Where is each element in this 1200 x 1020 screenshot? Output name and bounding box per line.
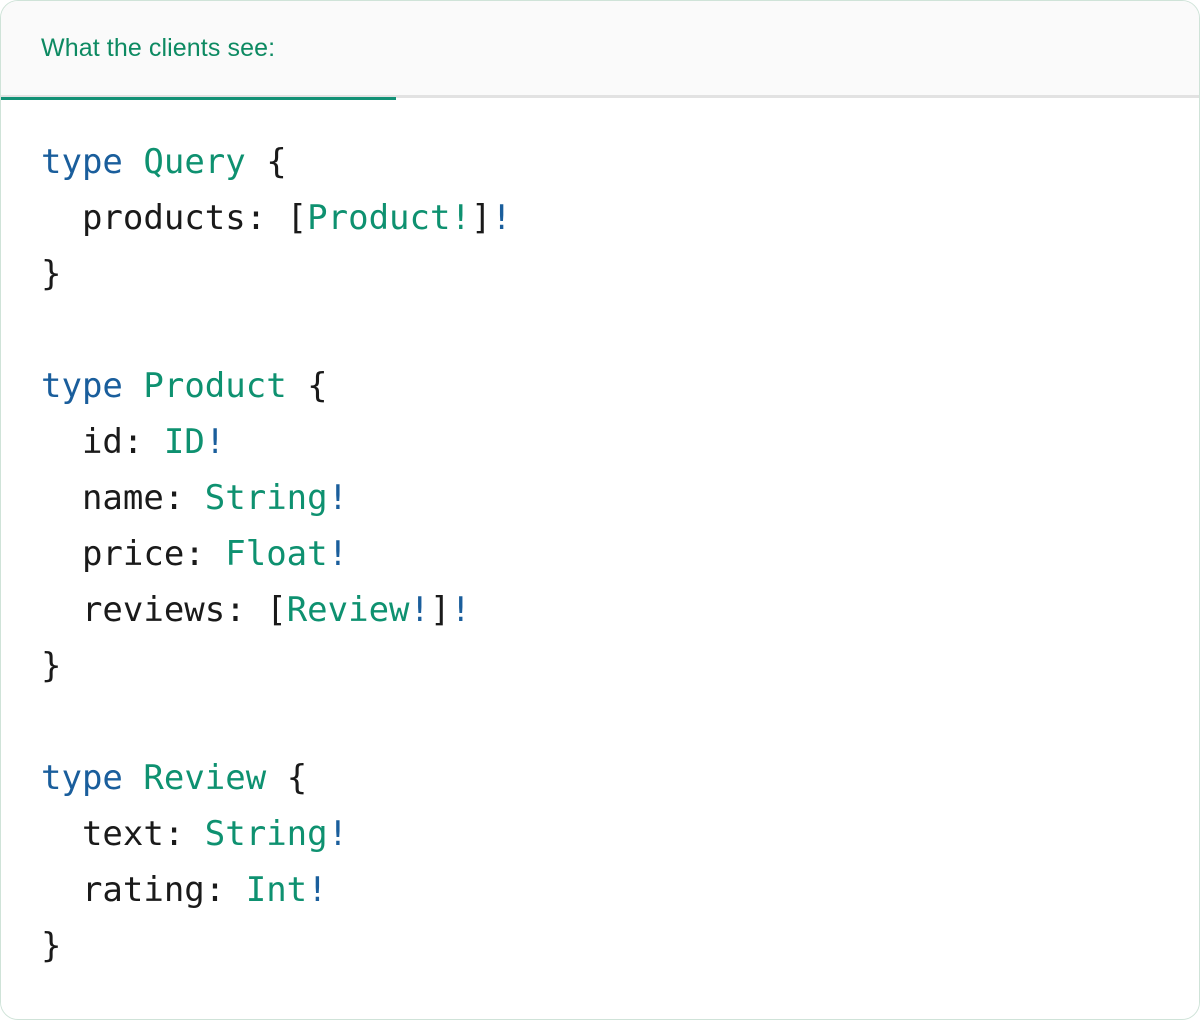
- code-token-field: name: [81, 478, 164, 518]
- code-token-punct: [41, 814, 82, 854]
- code-token-brace: }: [41, 926, 62, 966]
- code-token-field: products: [81, 198, 246, 238]
- graphql-schema-code: type Query { products: [Product!]!} type…: [41, 134, 1159, 974]
- code-token-punct: [41, 870, 82, 910]
- code-token-field: id: [81, 422, 123, 462]
- code-token-punct: [123, 758, 143, 798]
- code-token-typename: Query: [143, 142, 246, 182]
- code-line: price: Float!: [41, 526, 1159, 582]
- code-token-punct: [246, 142, 266, 182]
- code-token-punct: [: [266, 590, 287, 630]
- tab-active-underline: [1, 96, 396, 100]
- code-token-type: String: [204, 814, 328, 854]
- code-token-bang: !: [307, 870, 328, 910]
- code-line: type Review {: [41, 750, 1159, 806]
- code-token-keyword: type: [41, 142, 123, 182]
- code-token-punct: :: [122, 422, 164, 462]
- code-token-punct: [266, 758, 286, 798]
- code-token-type: Review: [286, 590, 410, 630]
- code-line: rating: Int!: [41, 862, 1159, 918]
- code-token-punct: :: [204, 870, 246, 910]
- code-token-keyword: type: [41, 758, 123, 798]
- code-line: text: String!: [41, 806, 1159, 862]
- code-token-bang: !: [491, 198, 512, 238]
- code-token-brace: }: [41, 646, 62, 686]
- card-header: What the clients see:: [1, 1, 1199, 100]
- code-token-brace: {: [266, 142, 287, 182]
- code-token-punct: :: [163, 814, 205, 854]
- code-token-punct: [123, 142, 143, 182]
- code-line: type Product {: [41, 358, 1159, 414]
- code-token-punct: [41, 422, 82, 462]
- code-token-type: Int: [245, 870, 308, 910]
- code-token-bang: !: [327, 478, 349, 518]
- code-token-punct: ]: [470, 198, 492, 238]
- code-token-punct: [41, 478, 82, 518]
- code-token-bang: !: [327, 534, 349, 574]
- code-token-punct: [287, 366, 307, 406]
- code-line: }: [41, 918, 1159, 974]
- code-token-bang: !: [204, 422, 226, 462]
- code-line: name: String!: [41, 470, 1159, 526]
- code-token-bang: !: [409, 590, 430, 630]
- code-token-punct: [41, 534, 82, 574]
- code-blank-line: [41, 694, 1159, 750]
- code-token-punct: [: [286, 198, 308, 238]
- code-token-brace: {: [307, 366, 328, 406]
- code-token-punct: [41, 590, 82, 630]
- code-token-punct: :: [163, 478, 205, 518]
- code-token-field: reviews: [81, 590, 226, 630]
- code-token-type: ID: [163, 422, 205, 462]
- code-token-brace: {: [286, 758, 308, 798]
- code-token-bang: !: [327, 814, 349, 854]
- code-token-punct: [123, 366, 143, 406]
- code-token-type: String: [204, 478, 328, 518]
- code-blank-line: [41, 302, 1159, 358]
- tab-what-the-clients-see[interactable]: What the clients see:: [1, 1, 396, 100]
- code-token-punct: :: [225, 590, 267, 630]
- code-token-punct: [41, 198, 82, 238]
- tab-label: What the clients see:: [41, 33, 276, 62]
- code-line: }: [41, 246, 1159, 302]
- code-token-punct: ]: [430, 590, 451, 630]
- code-token-field: price: [81, 534, 185, 574]
- code-token-typename: Review: [143, 758, 267, 798]
- code-area: type Query { products: [Product!]!} type…: [1, 98, 1199, 1018]
- code-token-punct: :: [184, 534, 226, 574]
- code-line: products: [Product!]!: [41, 190, 1159, 246]
- code-token-typename: Product: [143, 366, 287, 406]
- code-token-type: !: [450, 198, 471, 238]
- code-line: }: [41, 638, 1159, 694]
- code-token-bang: !: [450, 590, 471, 630]
- code-line: reviews: [Review!]!: [41, 582, 1159, 638]
- code-token-type: Float: [225, 534, 328, 574]
- code-token-type: Product: [307, 198, 451, 238]
- code-token-field: rating: [81, 870, 205, 910]
- code-token-brace: }: [41, 254, 62, 294]
- code-line: type Query {: [41, 134, 1159, 190]
- code-token-field: text: [81, 814, 164, 854]
- code-token-keyword: type: [41, 366, 123, 406]
- code-token-punct: :: [245, 198, 287, 238]
- code-line: id: ID!: [41, 414, 1159, 470]
